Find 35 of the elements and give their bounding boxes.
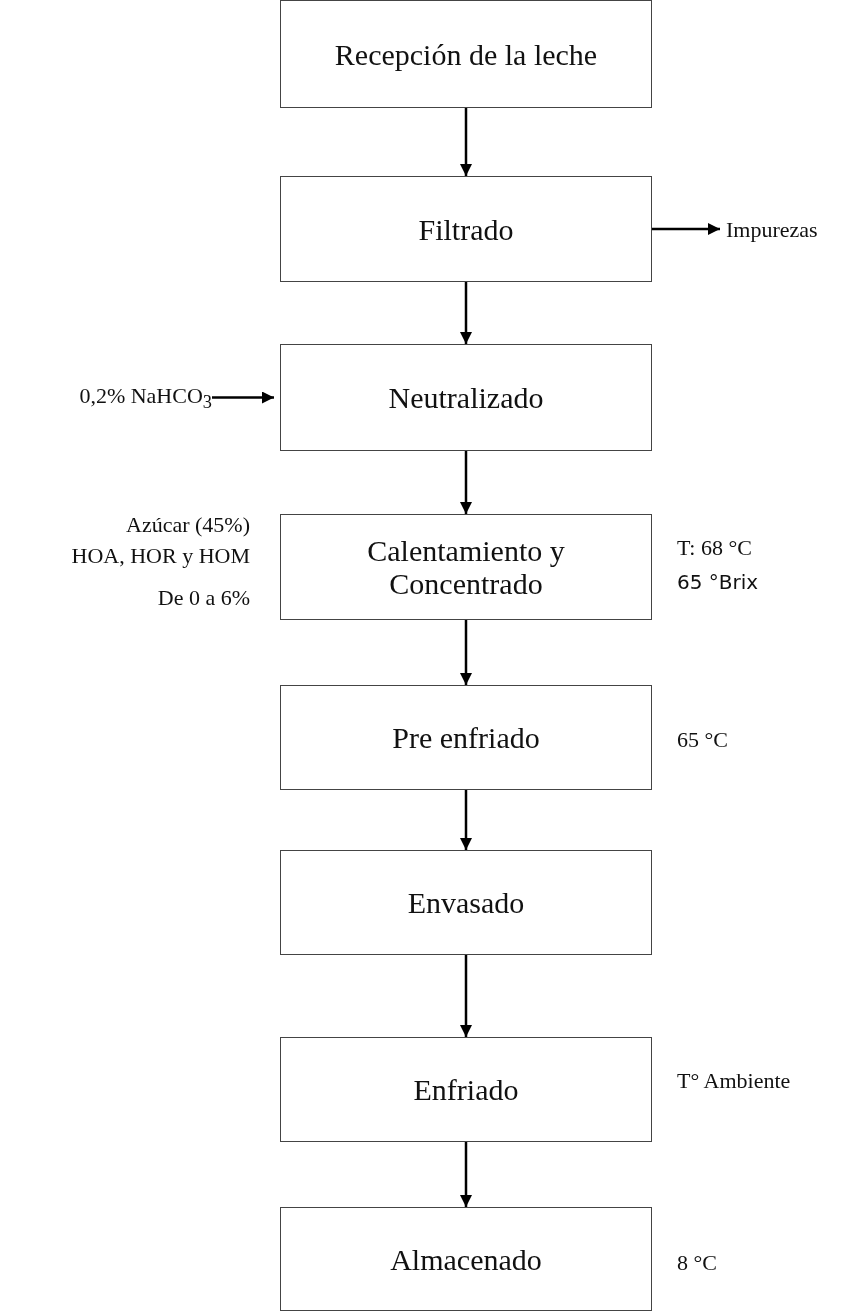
process-note: T° Ambiente — [677, 1068, 791, 1094]
process-note: 65 °C — [677, 727, 728, 753]
process-note: HOA, HOR y HOM — [71, 543, 250, 569]
process-box — [280, 344, 652, 451]
process-box — [280, 0, 652, 108]
process-box — [280, 514, 652, 620]
step-label: Enfriado — [413, 1073, 519, 1106]
arrow — [460, 108, 472, 176]
process-note: 8 °C — [677, 1250, 717, 1276]
process-box — [280, 176, 652, 282]
process-box — [280, 685, 652, 790]
step-label: Filtrado — [418, 212, 514, 246]
process-box — [280, 1037, 652, 1142]
arrow — [460, 790, 472, 850]
step-label: Almacenado — [390, 1242, 542, 1276]
process-note: 65 °Brix — [677, 570, 759, 594]
input-output-label: 0,2% NaHCO$_{3}$ — [79, 383, 212, 413]
process-box — [280, 850, 652, 955]
arrow — [460, 620, 472, 685]
process-box — [280, 1207, 652, 1311]
step-label: Envasado — [407, 886, 525, 919]
arrow — [460, 282, 472, 344]
process-note: Azúcar (45%) — [126, 512, 250, 538]
step-label: Neutralizado — [388, 381, 544, 414]
input-output-label: Impurezas — [726, 217, 818, 243]
arrow — [212, 391, 274, 404]
step-label: Pre enfriado — [392, 721, 540, 754]
arrow — [460, 451, 472, 514]
step-label: Calentamiento y Concentrado — [366, 534, 566, 600]
arrow — [460, 1142, 472, 1207]
step-label: Recepción de la leche — [334, 37, 598, 71]
arrow — [652, 223, 720, 235]
process-note: De 0 a 6% — [157, 585, 250, 611]
arrow — [460, 955, 472, 1037]
process-note: T: 68 °C — [677, 535, 752, 561]
